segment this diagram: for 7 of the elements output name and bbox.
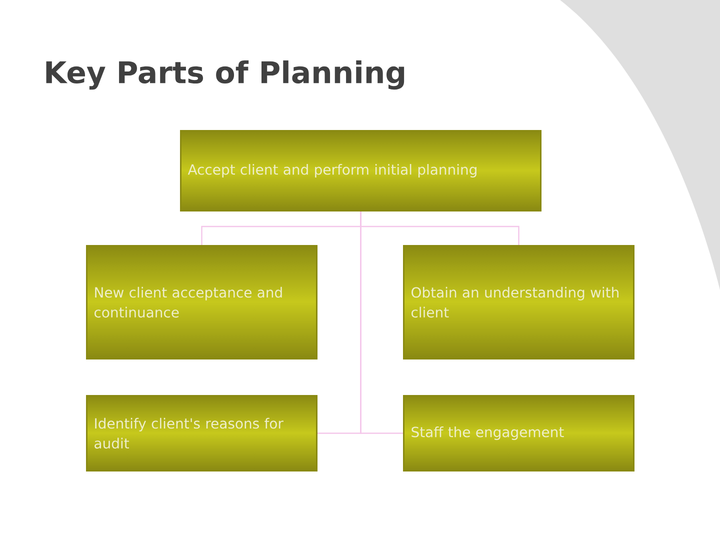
- process-box: Accept client and perform initial planning: [180, 130, 542, 212]
- process-box: Identify client's reasons for audit: [86, 394, 318, 472]
- process-box: Obtain an understanding with client: [403, 244, 634, 360]
- connector-line: [360, 211, 403, 434]
- process-box: New client acceptance and continuance: [86, 244, 318, 360]
- slide-title: Key Parts of Planning: [46, 60, 404, 90]
- process-box: Staff the engagement: [403, 394, 634, 472]
